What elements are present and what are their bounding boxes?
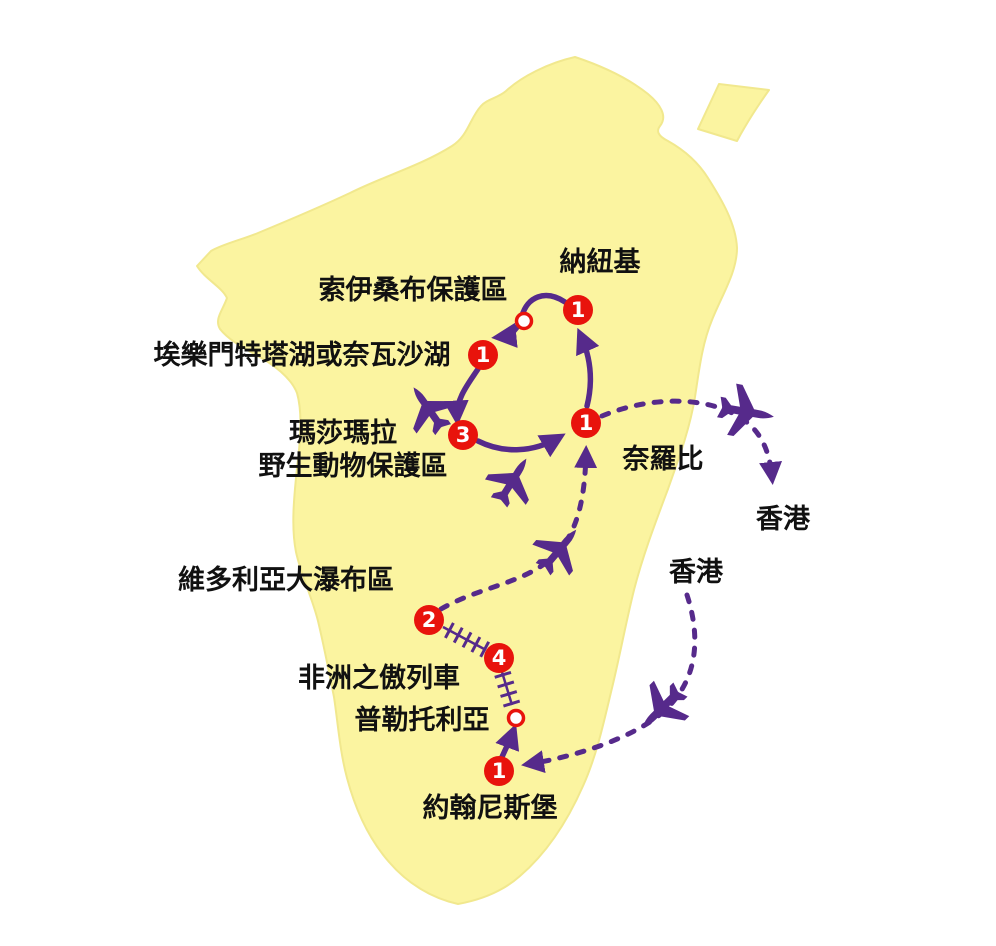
- stop-marker-elmenteita: 1: [468, 340, 498, 370]
- flight-path-nairobi-to-hongkong: [599, 398, 783, 486]
- label-soysambu: 索伊桑布保護區: [318, 274, 508, 305]
- stop-marker-nairobi: 1: [571, 408, 601, 438]
- railway-line-rovos-to-victoriafalls: [442, 625, 487, 652]
- railway-track-icon: [438, 619, 521, 708]
- nights-count: 1: [570, 298, 586, 322]
- label-hong-kong-departure: 香港: [669, 556, 723, 587]
- stop-marker-rovos-rail: 4: [484, 643, 514, 673]
- route-nairobi-to-nanyuki: [576, 327, 600, 409]
- nights-count: 1: [578, 411, 594, 435]
- stop-marker-masai-mara: 3: [448, 420, 478, 450]
- label-masai-mara-line2: 野生動物保護區: [258, 450, 448, 481]
- label-rovos-rail: 非洲之傲列車: [298, 662, 460, 693]
- nights-count: 3: [455, 423, 471, 447]
- waypoint-soysambu: [514, 311, 534, 331]
- label-hong-kong-arrival: 香港: [756, 503, 810, 534]
- stop-marker-victoria-falls: 2: [414, 605, 444, 635]
- nights-count: 1: [475, 343, 491, 367]
- railway-line-pretoria-to-rovos: [500, 671, 514, 706]
- label-masai-mara-line1: 瑪莎瑪拉: [289, 417, 397, 448]
- label-johannesburg: 約翰尼斯堡: [422, 792, 558, 823]
- northeast-land-fragment: [697, 83, 770, 142]
- route-johannesburg-to-pretoria: [495, 723, 520, 760]
- label-victoria-falls: 維多利亞大瀑布區: [178, 564, 394, 595]
- label-elmenteita: 埃樂門特塔湖或奈瓦沙湖: [153, 339, 451, 370]
- stop-marker-johannesburg: 1: [484, 756, 514, 786]
- label-nanyuki: 納紐基: [559, 246, 641, 277]
- nights-count: 4: [491, 646, 507, 670]
- nights-count: 1: [491, 759, 507, 783]
- nights-count: 2: [421, 608, 437, 632]
- waypoint-pretoria: [506, 708, 526, 728]
- africa-landmass: [196, 56, 738, 905]
- airplane-icon-nairobi-hongkong: [714, 381, 779, 443]
- route-elmenteita-to-masaimara: [443, 366, 481, 426]
- route-masaimara-to-nairobi: [475, 433, 566, 458]
- stop-marker-nanyuki: 1: [563, 295, 593, 325]
- label-nairobi: 奈羅比: [622, 443, 704, 474]
- label-pretoria: 普勒托利亞: [354, 704, 490, 735]
